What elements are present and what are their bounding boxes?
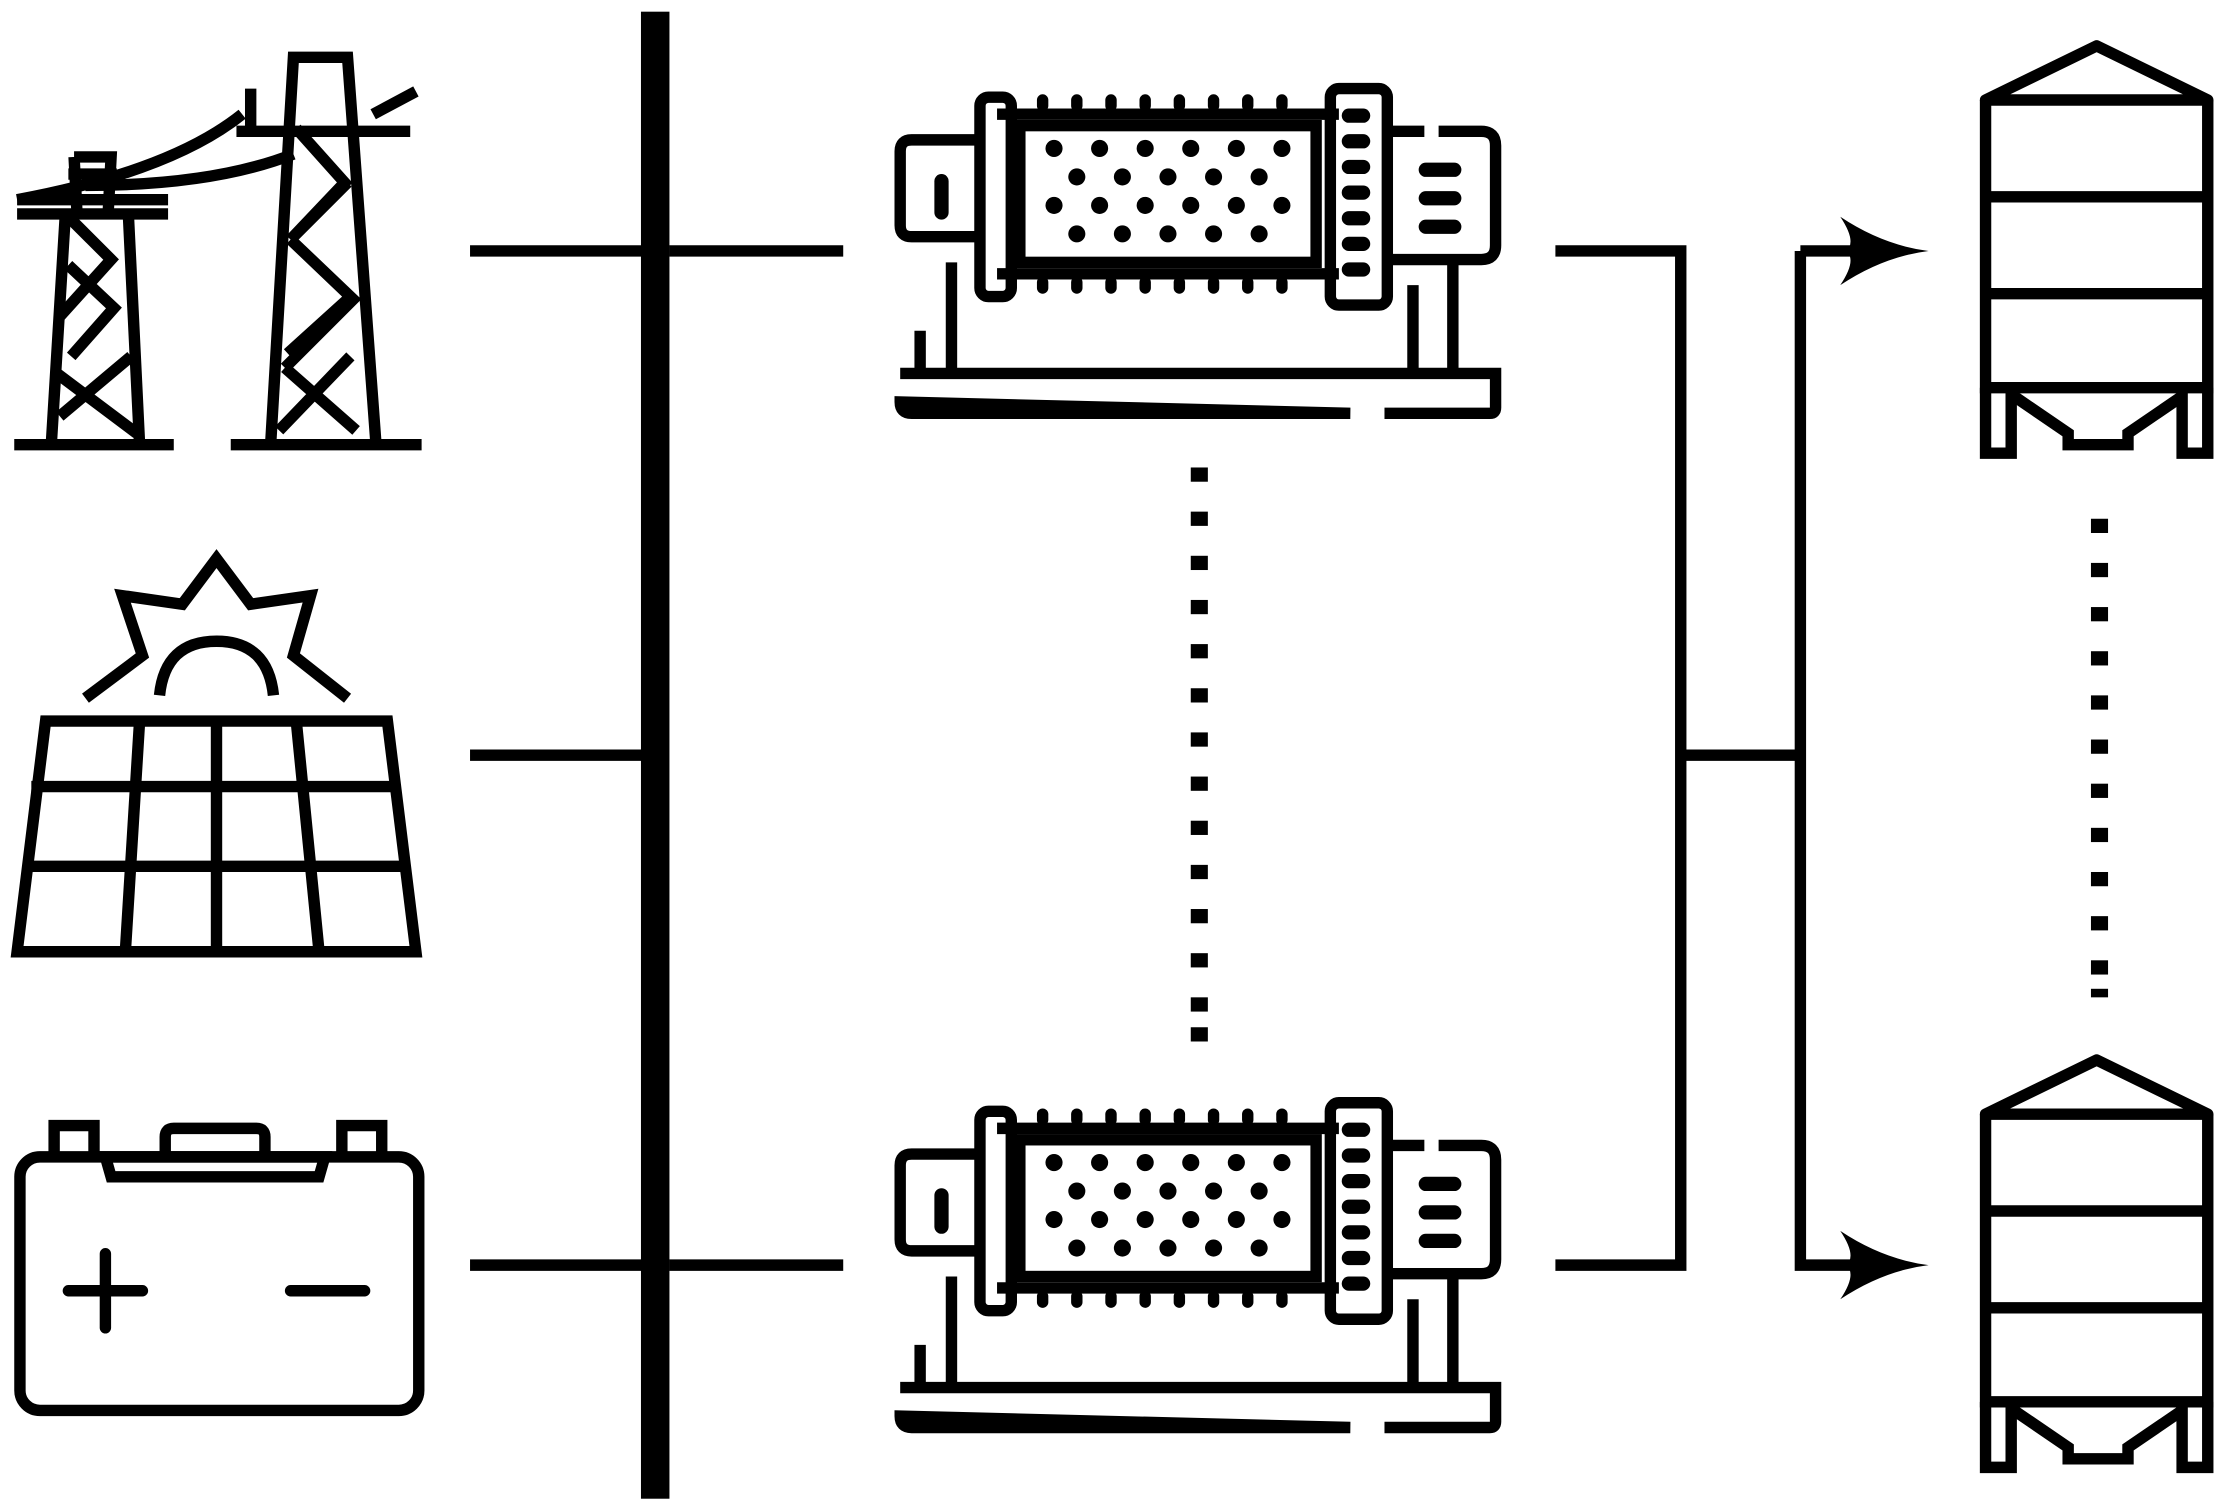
storage-silo-icon (1986, 1060, 2208, 1467)
output-connectors (1555, 245, 1852, 1271)
arrow-head-icon (1840, 216, 1929, 286)
source-connectors (470, 245, 644, 1271)
solar-panel-icon (10, 549, 423, 958)
ellipsis-dots (2090, 518, 2109, 998)
power-transmission-tower-icon (14, 51, 422, 451)
ellipsis-dots (1190, 467, 1208, 1042)
battery-icon (14, 1119, 425, 1417)
load-connectors (669, 245, 844, 1271)
busbar (640, 11, 670, 1499)
ball-mill-machine-icon (900, 89, 1495, 414)
arrow-head-icon (1840, 1230, 1929, 1300)
storage-silo-icon (1986, 46, 2208, 453)
ball-mill-machine-icon (900, 1103, 1495, 1428)
